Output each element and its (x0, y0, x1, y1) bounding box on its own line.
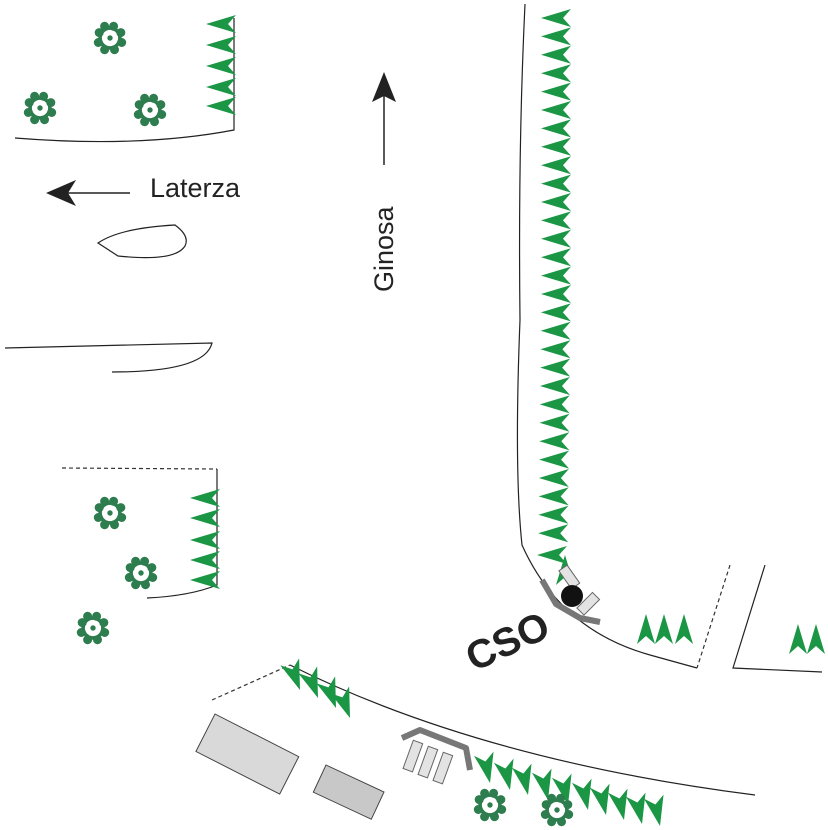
conifer-tree-icon (538, 524, 569, 543)
shrub-cluster-icon (75, 610, 111, 646)
conifer-tree-icon (589, 783, 610, 815)
conifer-tree-icon (540, 321, 571, 340)
conifer-tree-icon (540, 358, 571, 377)
conifer-tree-icon (190, 531, 220, 549)
conifer-tree-icon (190, 551, 220, 569)
conifer-tree-icon (539, 377, 570, 395)
conifer-tree-icon (538, 487, 569, 506)
conifer-tree-icon (539, 413, 570, 432)
conifer-tree-icon (539, 395, 570, 414)
conifer-tree-icon (540, 340, 571, 359)
building-small (312, 764, 385, 820)
bench-icon (400, 727, 473, 785)
road-edges (4, 3, 823, 796)
conifer-tree-icon (541, 9, 571, 27)
conifer-tree-icon (807, 624, 825, 654)
conifer-tree-icon (541, 64, 571, 83)
conifer-tree-icon (541, 45, 571, 64)
conifer-tree-icon (206, 36, 236, 54)
ginosa-arrow-icon (372, 72, 396, 165)
cso-point-marker (561, 585, 583, 607)
conifer-tree-icon (531, 768, 552, 800)
conifer-tree-icon (473, 751, 494, 783)
shrub-cluster-icon (22, 90, 58, 126)
conifer-tree-icon (206, 97, 236, 115)
conifer-tree-icon (675, 614, 693, 644)
conifer-tree-icon (280, 658, 300, 690)
conifer-tree-icon (571, 778, 592, 810)
conifer-tree-icon (541, 101, 571, 119)
conifer-tree-icon (206, 78, 236, 96)
building-large (195, 713, 300, 795)
conifer-tree-icon (541, 82, 571, 101)
conifer-tree-icon (540, 303, 571, 322)
conifer-tree-icon (330, 686, 350, 718)
conifer-tree-icon (607, 788, 628, 820)
conifer-tree-icon (538, 505, 569, 524)
conifer-tree-icon (511, 763, 532, 795)
shrub-cluster-icon (123, 555, 159, 591)
shrub-cluster-icon (472, 787, 508, 823)
conifer-tree-icon (643, 794, 664, 826)
conifer-tree-icon (539, 450, 570, 469)
laterza-label: Laterza (150, 173, 241, 203)
buildings (195, 713, 385, 820)
conifer-tree-icon (541, 248, 571, 267)
conifer-tree-icon (538, 469, 569, 487)
tree-rows (190, 9, 825, 826)
conifer-tree-icon (190, 509, 220, 527)
conifer-tree-icon (316, 676, 336, 708)
conifer-tree-icon (493, 758, 514, 790)
shrub-cluster-icon (132, 92, 168, 128)
shrub-cluster-icon (92, 495, 128, 531)
conifer-tree-icon (541, 285, 571, 303)
conifer-tree-icon (190, 571, 220, 589)
laterza-arrow-icon (46, 180, 130, 206)
cso-label: CSO (459, 604, 556, 681)
ginosa-label: Ginosa (369, 205, 399, 292)
conifer-tree-icon (541, 193, 571, 211)
shrub-cluster-icon (92, 20, 128, 56)
conifer-tree-icon (551, 773, 572, 805)
conifer-tree-icon (541, 156, 571, 175)
conifer-tree-icon (541, 119, 571, 138)
conifer-tree-icon (206, 57, 236, 75)
conifer-tree-icon (539, 432, 570, 451)
conifer-tree-icon (537, 546, 567, 564)
conifer-tree-icon (541, 266, 571, 285)
conifer-tree-icon (541, 211, 571, 230)
conifer-tree-icon (655, 614, 673, 644)
conifer-tree-icon (625, 792, 646, 824)
conifer-tree-icon (298, 666, 318, 698)
conifer-tree-icon (541, 174, 571, 193)
conifer-tree-icon (637, 614, 655, 644)
conifer-tree-icon (190, 489, 220, 507)
cso-bench-icon (539, 564, 601, 625)
conifer-tree-icon (541, 27, 571, 46)
shrub-clusters (22, 20, 575, 828)
conifer-tree-icon (541, 229, 571, 248)
conifer-tree-icon (541, 137, 571, 156)
conifer-tree-icon (206, 15, 236, 33)
conifer-tree-icon (789, 624, 807, 654)
